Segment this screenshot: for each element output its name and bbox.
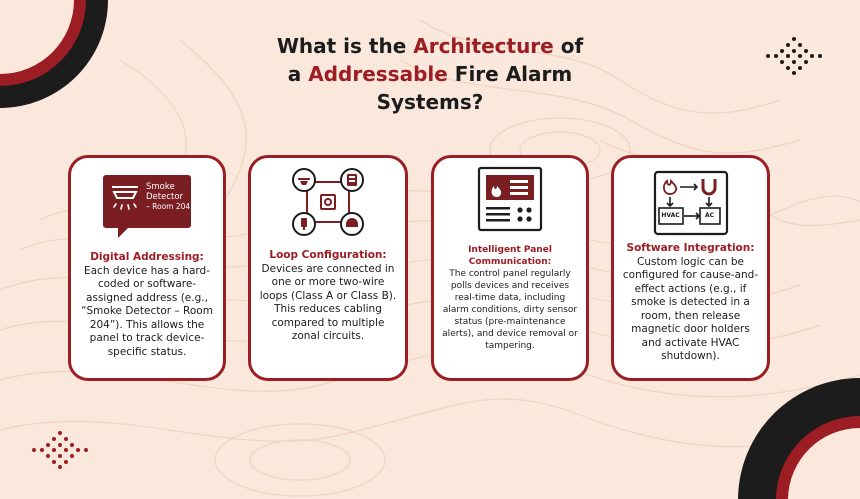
- card-title: Digital Addressing:: [90, 251, 204, 263]
- title-line-2: a Addressable Fire Alarm: [287, 62, 573, 86]
- card-text: Loop Configuration: Devices are connecte…: [259, 249, 397, 344]
- card-body: Devices are connected in one or more two…: [259, 262, 397, 343]
- title-line-1: What is the Architecture of: [276, 34, 584, 58]
- card-loop-configuration: Loop Configuration: Devices are connecte…: [248, 155, 408, 381]
- title-line-3: Systems?: [376, 90, 484, 114]
- icon-text-detector: Detector: [146, 192, 184, 202]
- card-body: The control panel regularly polls device…: [442, 269, 578, 351]
- card-digital-addressing: Smoke Detector – Room 204 Digital Addres…: [68, 155, 226, 381]
- icon-text-smoke: Smoke: [146, 182, 175, 192]
- loop-network-icon: [291, 167, 365, 241]
- control-panel-icon: [477, 166, 543, 236]
- card-title: Software Integration:: [626, 242, 755, 254]
- dot-pattern-top-right: [766, 37, 822, 75]
- icon-label-ac: AC: [704, 212, 715, 219]
- card-body: Each device has a hard-coded or software…: [81, 264, 213, 358]
- decorative-arc-top-left: [0, 0, 108, 108]
- title-highlight-addressable: Addressable: [308, 62, 448, 86]
- card-intelligent-panel-communication: Intelligent Panel Communication: The con…: [431, 155, 589, 381]
- card-body: Custom logic can be configured for cause…: [622, 255, 759, 363]
- card-title: Loop Configuration:: [269, 249, 387, 261]
- icon-text-room: – Room 204: [146, 202, 191, 211]
- card-text: Digital Addressing: Each device has a ha…: [79, 251, 215, 359]
- title-highlight-architecture: Architecture: [413, 34, 554, 58]
- card-software-integration: HVAC AC Software Integration: Custom log…: [611, 155, 770, 381]
- icon-label-hvac: HVAC: [661, 212, 680, 219]
- card-text: Software Integration: Custom logic can b…: [622, 242, 759, 364]
- decorative-arc-bottom-right: [738, 378, 860, 499]
- smoke-detector-sign-icon: Smoke Detector – Room 204: [102, 173, 192, 243]
- software-integration-icon: HVAC AC: [653, 170, 729, 240]
- card-title: Intelligent Panel Communication:: [468, 245, 552, 267]
- card-text: Intelligent Panel Communication: The con…: [442, 244, 578, 352]
- page-title: What is the Architecture of a Addressabl…: [230, 32, 630, 116]
- dot-pattern-bottom-left: [32, 431, 88, 469]
